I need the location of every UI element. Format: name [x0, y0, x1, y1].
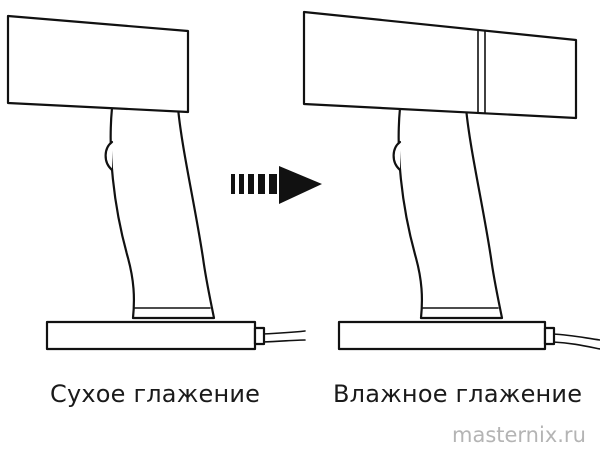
plug-wet — [543, 326, 556, 346]
cord-wet — [552, 333, 600, 350]
base-dry — [45, 320, 257, 351]
head-wet — [302, 10, 578, 120]
dashed-arrow-right-icon — [231, 166, 322, 204]
caption-dry-ironing: Сухое глажение — [50, 380, 261, 408]
caption-wet-ironing: Влажное глажение — [333, 380, 583, 408]
plug-dry — [253, 326, 266, 346]
cord-dry — [261, 330, 306, 343]
side-button-wet — [392, 140, 402, 172]
column-wet — [397, 106, 504, 320]
iron-stand-wet — [302, 10, 600, 351]
watermark: masternix.ru — [452, 423, 586, 447]
head-dry — [6, 14, 190, 114]
side-button-dry — [104, 140, 114, 172]
iron-stand-dry — [6, 14, 306, 351]
base-wet — [337, 320, 547, 351]
column-dry — [109, 106, 216, 320]
